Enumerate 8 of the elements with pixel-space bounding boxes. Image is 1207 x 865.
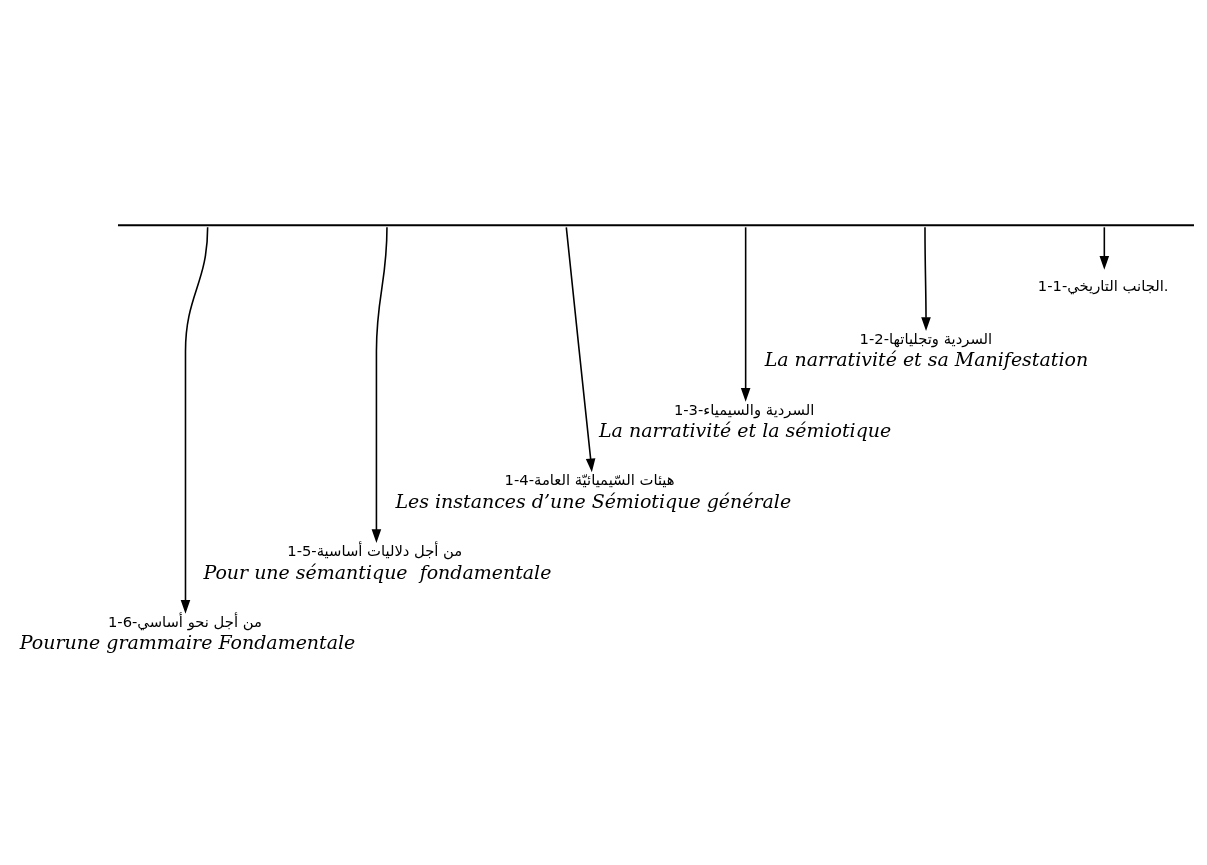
arrow bbox=[565, 226, 596, 473]
arrow bbox=[921, 226, 931, 331]
arrow bbox=[180, 226, 209, 614]
node-text: 1-1-الجانب التاريخي. bbox=[1037, 276, 1169, 294]
arrow bbox=[371, 226, 388, 544]
arrow bbox=[1099, 226, 1110, 270]
arrow bbox=[740, 226, 751, 402]
node-bar bbox=[117, 224, 1194, 227]
